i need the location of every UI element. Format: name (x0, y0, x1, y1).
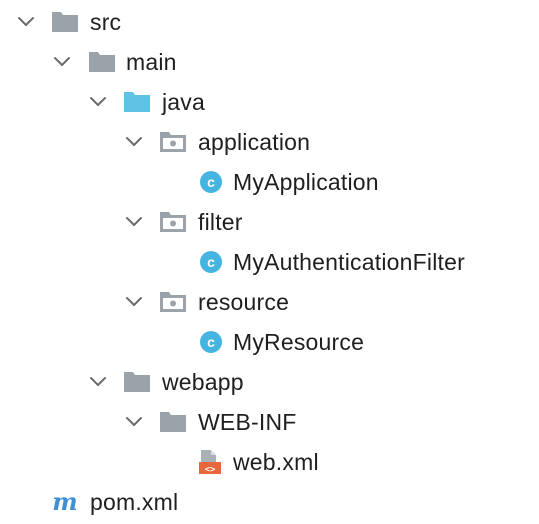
tree-node-resource[interactable]: resource (0, 282, 539, 322)
tree-node-my-resource[interactable]: c MyResource (0, 322, 539, 362)
package-icon (158, 209, 188, 235)
tree-node-label: java (162, 89, 205, 115)
folder-icon (87, 49, 117, 75)
tree-node-web-inf[interactable]: WEB-INF (0, 402, 539, 442)
chevron-down-icon[interactable] (124, 212, 144, 232)
tree-node-label: main (126, 49, 177, 75)
maven-letter: m (52, 489, 77, 515)
chevron-down-icon[interactable] (124, 412, 144, 432)
folder-icon (50, 9, 80, 35)
package-icon (158, 289, 188, 315)
class-letter: c (207, 334, 215, 350)
tree-node-label: src (90, 9, 122, 35)
chevron-down-icon[interactable] (52, 52, 72, 72)
chevron-down-icon[interactable] (124, 132, 144, 152)
tree-node-pom-xml[interactable]: m pom.xml (0, 482, 539, 522)
chevron-down-icon[interactable] (88, 92, 108, 112)
tree-node-label: pom.xml (90, 489, 179, 515)
tree-node-label: web.xml (233, 449, 319, 475)
xml-badge-text: <> (205, 465, 216, 475)
tree-node-webapp[interactable]: webapp (0, 362, 539, 402)
tree-node-label: WEB-INF (198, 409, 297, 435)
tree-node-label: MyAuthenticationFilter (233, 249, 465, 275)
tree-node-label: resource (198, 289, 290, 315)
package-icon (158, 129, 188, 155)
tree-node-label: webapp (162, 369, 244, 395)
folder-icon (158, 409, 188, 435)
source-root-folder-icon (122, 89, 152, 115)
tree-node-label: application (198, 129, 311, 155)
chevron-down-icon[interactable] (16, 12, 36, 32)
tree-node-my-authentication-filter[interactable]: c MyAuthenticationFilter (0, 242, 539, 282)
java-class-icon: c (196, 249, 226, 275)
folder-icon (122, 369, 152, 395)
xml-file-icon: <> (194, 449, 224, 475)
maven-icon: m (50, 489, 80, 515)
chevron-down-icon[interactable] (124, 292, 144, 312)
tree-node-java[interactable]: java (0, 82, 539, 122)
tree-node-src[interactable]: src (0, 2, 539, 42)
tree-node-main[interactable]: main (0, 42, 539, 82)
chevron-down-icon[interactable] (88, 372, 108, 392)
tree-node-filter[interactable]: filter (0, 202, 539, 242)
tree-node-label: filter (198, 209, 243, 235)
class-letter: c (207, 254, 215, 270)
tree-node-my-application[interactable]: c MyApplication (0, 162, 539, 202)
tree-node-web-xml[interactable]: <> web.xml (0, 442, 539, 482)
java-class-icon: c (196, 329, 226, 355)
class-letter: c (207, 174, 215, 190)
java-class-icon: c (196, 169, 226, 195)
tree-node-application[interactable]: application (0, 122, 539, 162)
tree-node-label: MyApplication (233, 169, 379, 195)
tree-node-label: MyResource (233, 329, 365, 355)
